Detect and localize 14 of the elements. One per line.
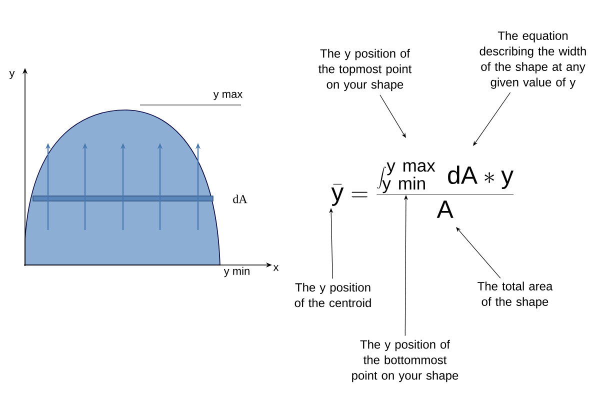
equation: $\bar{\mathrm{y}} = \frac{\displaystyle\int_{\mathrm{y\ min}}^{\mathrm{y\ max}} \ \mathrm{dA} * \mathrm{y}}{\mathrm{A}}$ bbox=[331, 162, 514, 218]
arrow bbox=[380, 94, 406, 138]
annotation-text: The y position of the bottommost point on your shape bbox=[352, 340, 458, 382]
axis-label: y bbox=[9, 70, 15, 80]
dimension-label: y min bbox=[224, 266, 250, 278]
arrow bbox=[473, 92, 511, 146]
annotation-text: The equation describing the width of the shape at any given value of y bbox=[480, 31, 586, 89]
dimension-label: y max bbox=[213, 92, 243, 100]
axis-label: x bbox=[273, 265, 279, 271]
arrow bbox=[456, 227, 501, 278]
annotation-text: The y position of the topmost point on your shape bbox=[318, 48, 412, 92]
element-label: dA bbox=[233, 194, 248, 204]
annotation-text: The y position of the centroid bbox=[294, 282, 371, 308]
annotation-text: The total area of the shape bbox=[478, 282, 553, 308]
